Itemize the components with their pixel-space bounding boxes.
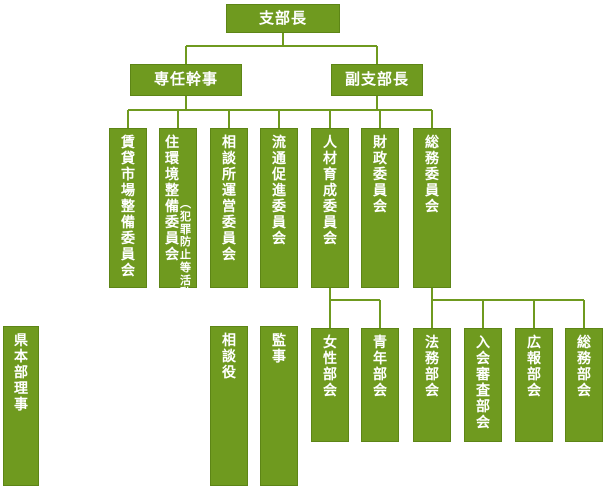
- box-committee-consultation-office: 相談所運営委員会: [210, 128, 248, 288]
- box-committee-living-environment: 住環境整備委員会 ︵犯罪防止等活動︶: [159, 128, 197, 312]
- box-committee-rental-market: 賃貸市場整備委員会: [109, 128, 147, 288]
- box-subunit-public-relations: 広報部会: [515, 328, 553, 442]
- box-subunit-general: 総務部会: [565, 328, 603, 442]
- committee-living-environment-sublabel: ︵犯罪防止等活動︶: [180, 197, 191, 312]
- box-committee-human-resources: 人材育成委員会: [311, 128, 349, 288]
- box-committee-distribution: 流通促進委員会: [260, 128, 298, 288]
- box-consultant: 相談役: [210, 326, 248, 486]
- box-branch-chief: 支部長: [226, 4, 340, 33]
- box-senior-secretary: 専任幹事: [130, 64, 242, 96]
- box-subunit-legal: 法務部会: [413, 328, 451, 442]
- box-committee-general-affairs: 総務委員会: [413, 128, 451, 288]
- box-subunit-membership-review: 入会審査部会: [464, 328, 502, 442]
- committee-living-environment-label: 住環境整備委員会: [165, 135, 179, 263]
- box-vice-branch-chief: 副支部長: [331, 64, 423, 96]
- box-committee-finance: 財政委員会: [361, 128, 399, 288]
- box-subunit-youth: 青年部会: [361, 328, 399, 442]
- box-prefecture-director: 県本部理事: [3, 326, 39, 486]
- box-auditor: 監事: [260, 326, 298, 486]
- box-subunit-women: 女性部会: [311, 328, 349, 442]
